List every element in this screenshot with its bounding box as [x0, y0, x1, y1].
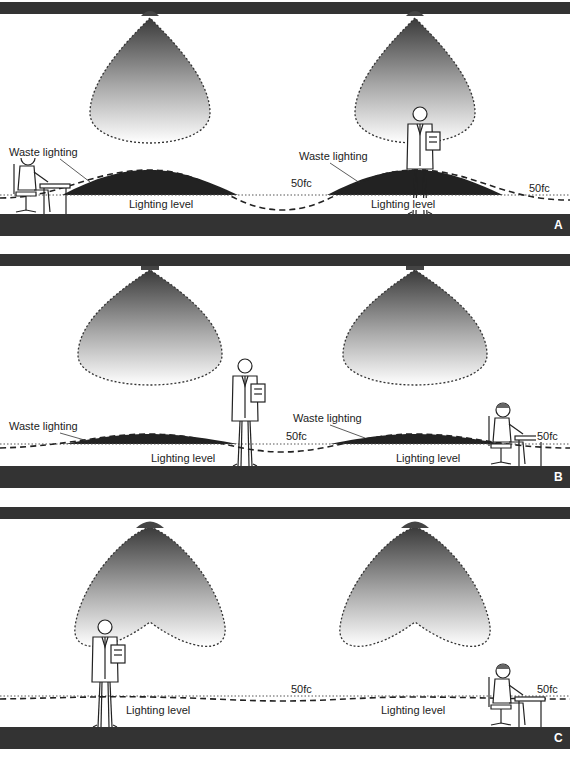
diagram-label: 50fc: [536, 683, 559, 695]
panel-letter: C: [553, 732, 564, 744]
diagram-label: Waste lighting: [298, 150, 369, 162]
diagram-label: Waste lighting: [8, 420, 79, 432]
diagram-label: Lighting level: [370, 198, 436, 210]
diagram-label: Lighting level: [128, 198, 194, 210]
diagram-label: 50fc: [536, 430, 559, 442]
diagram-label: 50fc: [528, 182, 551, 194]
diagram-label: 50fc: [285, 430, 308, 442]
diagram-label: Lighting level: [150, 452, 216, 464]
diagram-label: 50fc: [290, 683, 313, 695]
diagram-label: Waste lighting: [8, 146, 79, 158]
panel-letter: B: [553, 471, 564, 483]
diagram-label: Lighting level: [395, 452, 461, 464]
panel-letter: A: [553, 219, 564, 231]
diagram-label: Lighting level: [380, 704, 446, 716]
diagram-label: Lighting level: [125, 704, 191, 716]
diagram-label: Waste lighting: [292, 412, 363, 424]
diagram-label: 50fc: [290, 177, 313, 189]
